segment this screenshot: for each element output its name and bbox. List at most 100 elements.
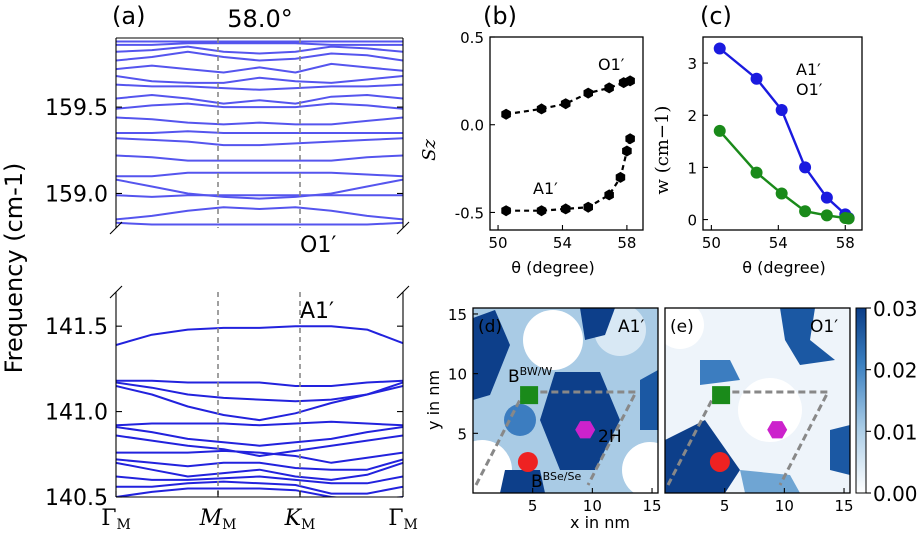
panel-e-density-blob xyxy=(665,308,704,349)
site-label-2h: 2H xyxy=(598,427,622,447)
x-tick-label-kpoint: KM xyxy=(284,506,316,533)
data-point xyxy=(501,108,511,120)
site-marker-hexagon xyxy=(767,421,788,439)
band-line xyxy=(116,379,403,387)
colorbar-gradient xyxy=(855,307,867,494)
site-marker-hexagon xyxy=(575,421,596,439)
data-point xyxy=(775,187,788,200)
data-point xyxy=(799,161,812,174)
panel-c-xlabel: θ (degree) xyxy=(742,258,825,277)
panel-d-density-blob xyxy=(640,370,658,430)
data-point xyxy=(799,205,812,218)
panel-d-density-blob xyxy=(622,442,658,493)
panel-b-xlabel: θ (degree) xyxy=(511,258,594,277)
data-point xyxy=(750,72,763,85)
panel-a-label: (a) xyxy=(112,2,145,30)
x-tick-label: 54 xyxy=(553,234,572,252)
x-tick-label: 15 xyxy=(642,497,661,515)
panel-d-ylabel: y in nm xyxy=(424,370,443,430)
colorbar-tick-label: 0.02 xyxy=(873,359,918,383)
data-point xyxy=(820,191,833,204)
panel-e-density-blob xyxy=(700,360,740,385)
x-tick-label: 10 xyxy=(775,497,794,515)
y-tick-label: 141.5 xyxy=(45,315,108,340)
data-point xyxy=(583,201,593,213)
axis-break-mark xyxy=(396,285,410,299)
band-line xyxy=(116,116,403,126)
band-label-a1: A1′ xyxy=(300,299,334,324)
map-frame xyxy=(472,307,659,494)
data-point xyxy=(536,103,547,115)
data-point xyxy=(615,171,626,183)
band-line xyxy=(116,221,403,226)
band-line xyxy=(116,480,403,495)
data-point xyxy=(750,166,763,179)
band-line xyxy=(116,171,403,178)
x-tick-label: 10 xyxy=(583,497,602,515)
colorbar-tick-label: 0.01 xyxy=(873,420,918,444)
colorbar-tick-label: 0.00 xyxy=(873,482,918,506)
band-line xyxy=(116,94,403,105)
panel-d-xlabel: x in nm xyxy=(570,513,630,532)
band-line xyxy=(116,154,403,162)
series-line xyxy=(506,138,632,212)
data-point xyxy=(820,209,833,222)
panel-d-label: (d) xyxy=(478,317,502,337)
panel-d-density-blob xyxy=(580,308,615,340)
panel-a-top-bands xyxy=(116,38,403,228)
panel-d-density-blob xyxy=(500,470,545,493)
plot-frame xyxy=(489,36,644,231)
axis-break-mark xyxy=(109,221,123,235)
x-tick-label: 58 xyxy=(617,234,636,252)
series-label-o1-b: O1′ xyxy=(598,55,625,74)
panel-e-density-blob xyxy=(780,308,835,365)
data-point xyxy=(536,205,547,217)
panel-e-density-blob xyxy=(830,425,850,475)
y-tick-label: 140.5 xyxy=(45,486,108,511)
band-line xyxy=(116,381,403,403)
band-line xyxy=(116,461,403,481)
site-marker-square xyxy=(520,386,539,405)
x-tick-label: 54 xyxy=(769,234,788,252)
x-tick-label-kpoint: ΓM xyxy=(388,506,418,533)
panel-a-bottom-bands xyxy=(116,292,403,497)
band-line xyxy=(116,487,403,497)
panel-c-label: (c) xyxy=(700,2,732,30)
band-line xyxy=(116,75,403,84)
data-point xyxy=(842,212,855,225)
map-frame xyxy=(664,307,851,494)
series-label-a1-b: A1′ xyxy=(533,179,558,198)
series-label-a1-c: A1′ xyxy=(796,60,821,79)
data-point xyxy=(775,104,788,117)
y-tick-label: 2 xyxy=(687,107,697,125)
colorbar: 0.00 0.01 0.02 0.03 xyxy=(855,297,918,506)
panel-b-label: (b) xyxy=(483,2,517,30)
axis-break-mark xyxy=(396,221,410,235)
panel-d-moire-cell xyxy=(474,390,639,486)
band-line xyxy=(116,434,403,457)
y-tick-label: 159.5 xyxy=(45,96,108,121)
site-marker-circle xyxy=(517,451,538,472)
x-tick-label: 5 xyxy=(720,497,730,515)
y-tick-label: 15 xyxy=(448,306,467,324)
panel-a-band-structure: (a) 58.0° Frequency (cm-1) 159.0159.5140… xyxy=(0,2,418,533)
panel-d-density-blob xyxy=(523,310,583,370)
y-tick-label: 5 xyxy=(457,425,467,443)
x-tick-label: 50 xyxy=(702,234,721,252)
data-point xyxy=(560,98,571,110)
colorbar-tick-label: 0.03 xyxy=(873,297,918,321)
panel-e-moire-cell xyxy=(666,390,831,486)
data-point xyxy=(713,124,726,137)
band-line xyxy=(116,137,403,147)
panel-d-density xyxy=(473,308,658,493)
site-marker-square xyxy=(712,386,731,405)
y-tick-label: 0 xyxy=(687,212,697,230)
panel-e-density-blob xyxy=(665,420,740,493)
x-tick-label-kpoint: ΓM xyxy=(101,506,131,533)
